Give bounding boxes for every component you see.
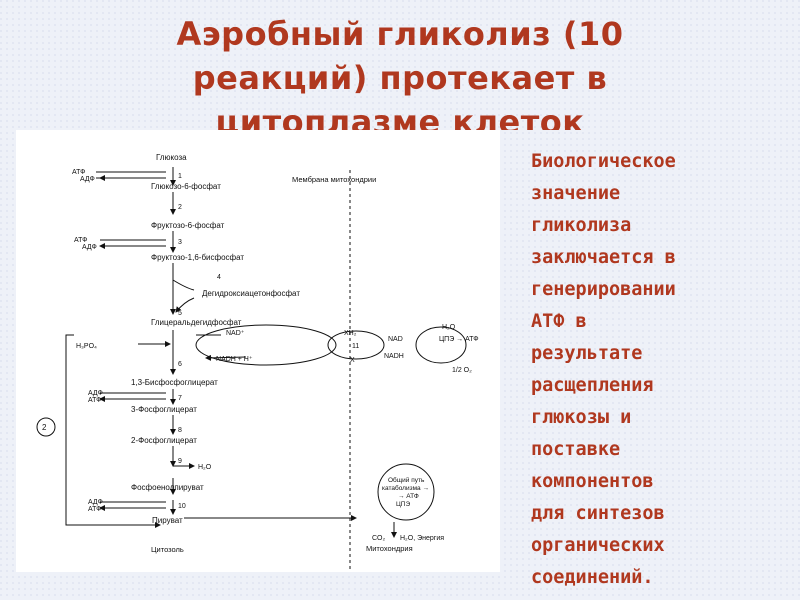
metabolite-label: 1,3-Бисфосфоглицерат — [131, 378, 218, 387]
x-label: X — [350, 357, 355, 364]
adp-label: АДФ — [80, 176, 95, 183]
side-text-line: поставке — [531, 439, 621, 460]
side-text-line: результате — [531, 343, 643, 364]
adp-label: АДФ — [88, 390, 103, 397]
half-o2-label: 1/2 O₂ — [452, 367, 472, 374]
title-line: цитоплазме клеток — [215, 103, 585, 130]
step-number: 4 — [217, 274, 221, 281]
metabolite-label: Фруктозо-1,6-бисфосфат — [151, 253, 244, 262]
side-text-line: значение — [531, 183, 621, 204]
metabolite-label: 2-Фосфоглицерат — [131, 436, 197, 445]
step-number: 8 — [178, 427, 182, 434]
side-text-line: компонентов — [531, 471, 654, 492]
nadh-h-label: NADH + H⁺ — [216, 356, 253, 363]
adp-label: АДФ — [88, 499, 103, 506]
catabolism-label: → АТФ — [398, 493, 419, 500]
glycolysis-diagram: Глюкоза Глюкозо-6-фосфат Фруктозо-6-фосф… — [16, 130, 500, 572]
glycolysis-diagram-svg: Глюкоза Глюкозо-6-фосфат Фруктозо-6-фосф… — [36, 153, 479, 570]
side-text-line: органических — [531, 535, 665, 556]
title-line: Аэробный гликолиз (10 — [176, 15, 624, 53]
metabolite-label: 3-Фосфоглицерат — [131, 405, 197, 414]
atp-label: АТФ — [88, 506, 102, 513]
adp-label: АДФ — [82, 244, 97, 251]
step-number: 11 — [352, 343, 359, 350]
side-text: Биологическое значение гликолиза заключа… — [531, 146, 793, 594]
metabolite-label: Глюкозо-6-фосфат — [151, 182, 221, 191]
step-number: 1 — [178, 173, 182, 180]
membrane-label: Мембрана митохондрии — [292, 175, 376, 184]
step-number: 6 — [178, 361, 182, 368]
nadh-label: NADH — [384, 353, 404, 360]
side-text-line: расщепления — [531, 375, 654, 396]
cpe-atp-label: ЦПЭ → АТФ — [439, 336, 479, 343]
metabolite-label: Дегидроксиацетонфосфат — [202, 289, 300, 298]
slide-title: Аэробный гликолиз (10 реакций) протекает… — [60, 12, 740, 130]
nad-label: NAD — [388, 336, 403, 343]
pathway-arrows — [36, 167, 467, 570]
metabolite-label: Фруктозо-6-фосфат — [151, 221, 225, 230]
atp-label: АТФ — [74, 237, 88, 244]
side-text-line: Биологическое — [531, 151, 676, 172]
h2o-energy-label: H₂O, Энергия — [400, 535, 444, 542]
catabolism-label: Общий путь — [388, 476, 425, 484]
mitochondria-label: Митохондрия — [366, 544, 413, 553]
side-text-line: гликолиза — [531, 215, 632, 236]
step-number: 2 — [178, 204, 182, 211]
atp-label: АТФ — [88, 397, 102, 404]
atp-label: АТФ — [72, 169, 86, 176]
h2o-label: H₂O — [198, 464, 212, 471]
xh2-label: XH₂ — [344, 330, 357, 337]
step-number: 9 — [178, 458, 182, 465]
side-text-line: заключается в — [531, 247, 676, 268]
metabolite-label: Глюкоза — [156, 153, 187, 162]
side-text-line: глюкозы и — [531, 407, 632, 428]
side-text-line: соединений. — [531, 567, 654, 588]
catabolism-label: ЦПЭ — [396, 501, 410, 508]
step-number: 10 — [178, 503, 186, 510]
co2-label: CO₂ — [372, 535, 386, 542]
step-number: 7 — [178, 395, 182, 402]
circle-number-label: 2 — [42, 423, 47, 432]
metabolite-label: Фосфоенолпируват — [131, 483, 204, 492]
h2o-label: H₂O — [442, 324, 456, 331]
side-text-line: генерировании — [531, 279, 676, 300]
side-text-line: АТФ в — [531, 311, 587, 332]
step-number: 3 — [178, 239, 182, 246]
cytosol-label: Цитозоль — [151, 545, 184, 554]
catabolism-label: катаболизма → — [382, 484, 429, 492]
metabolite-label: Глицеральдегидфосфат — [151, 318, 242, 327]
nad-plus-label: NAD⁺ — [226, 330, 245, 337]
title-line: реакций) протекает в — [192, 59, 608, 97]
side-text-line: для синтезов — [531, 503, 665, 524]
metabolite-label: Пируват — [152, 516, 183, 525]
h3po4-label: H₃PO₄ — [76, 343, 97, 350]
step-number: 5 — [178, 310, 182, 317]
